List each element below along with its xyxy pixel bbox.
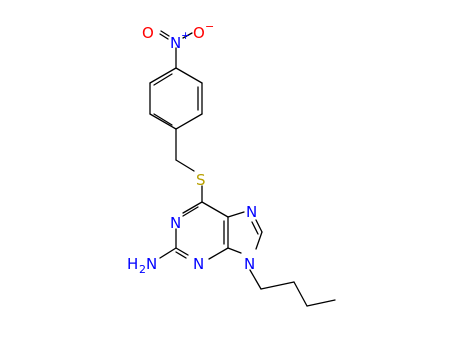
- amine-bond: [159, 247, 177, 259]
- atom-charge-minus: −: [205, 20, 214, 33]
- atom-label-amine-h: H: [127, 255, 138, 273]
- atom-label-nitro-oxygen: O: [142, 24, 154, 42]
- butyl-chain: [249, 269, 336, 307]
- atom-label-nitro-nitrogen: N: [170, 34, 181, 52]
- atom-label-amine-n: N: [146, 255, 157, 273]
- atom-label-n7: N: [246, 203, 257, 221]
- benzene-ring: [149, 67, 203, 130]
- methylene-bonds: [175, 128, 203, 203]
- atom-charge-plus: +: [181, 29, 190, 42]
- atom-label-sulfur: S: [196, 171, 206, 189]
- atom-label-nitro-oxygen-minus: O: [193, 24, 205, 42]
- imidazole-ring: [227, 211, 263, 254]
- nitro-bonds: [159, 30, 193, 69]
- atom-label-n9: N: [244, 255, 255, 273]
- pyrimidine-ring: [175, 201, 229, 260]
- atom-label-amine-subscript: 2: [139, 263, 146, 276]
- atom-label-n3: N: [193, 255, 204, 273]
- atom-label-n1: N: [170, 214, 181, 232]
